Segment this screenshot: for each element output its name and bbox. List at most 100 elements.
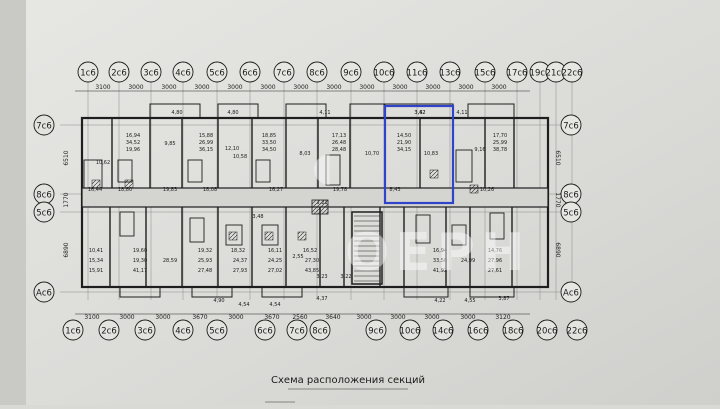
dimension-top: 3000 — [194, 84, 209, 91]
room-area-label: 24,25 — [268, 258, 282, 264]
room-area-label: 27,02 — [268, 268, 282, 274]
room-area-label: 12,10 — [225, 146, 239, 152]
dimension-bottom: 3000 — [424, 314, 439, 321]
room-area-label: 16,27 — [269, 187, 283, 193]
axis-bubble-bottom — [309, 319, 331, 341]
room-area-label: 33,50 — [262, 140, 276, 146]
room-area-label: 4,37 — [316, 296, 327, 302]
room-area-label: 3,23 — [316, 274, 327, 280]
room-area-label: 8,03 — [299, 151, 310, 157]
room-area-label: 25,93 — [198, 258, 212, 264]
dimension-top: 3000 — [293, 84, 308, 91]
room-area-label: 9,16 — [474, 147, 485, 153]
axis-bubble-top — [506, 61, 528, 83]
axis-bubble-top — [474, 61, 496, 83]
axis-bubble-top — [140, 61, 162, 83]
room-area-label: 21,90 — [397, 140, 411, 146]
bathroom-6 — [119, 211, 135, 237]
dimension-right: 1770 — [554, 192, 561, 207]
watermark-logo: ◖ ОЕРН — [312, 144, 524, 283]
room-area-label: 27,48 — [198, 268, 212, 274]
dimension-bottom: 3670 — [192, 314, 207, 321]
room-area-label: 4,22 — [434, 298, 445, 304]
room-area-label: 19,83 — [163, 187, 177, 193]
room-area-label: 4,55 — [464, 298, 475, 304]
room-area-label: 15,91 — [89, 268, 103, 274]
axis-bubble-top — [172, 61, 194, 83]
axis-label-top: 15с6 — [475, 69, 496, 79]
column-1 — [124, 179, 134, 189]
room-area-label: 36,15 — [199, 147, 213, 153]
room-area-label: 18,32 — [231, 248, 245, 254]
balcony-bottom-4 — [469, 286, 515, 298]
room-area-label: 18,85 — [262, 133, 276, 139]
axis-bubble-top — [373, 61, 395, 83]
room-area-label: 19,78 — [333, 187, 347, 193]
room-area-label: 14,76 — [488, 248, 502, 254]
room-area-label: 10,62 — [96, 160, 110, 166]
bathroom-4 — [325, 154, 341, 186]
room-area-label: 41,17 — [133, 268, 147, 274]
room-area-label: 15,34 — [89, 258, 103, 264]
axis-label-left: 5с6 — [36, 209, 52, 219]
axis-label-top: 1с6 — [80, 69, 96, 79]
balcony-bottom-0 — [119, 286, 161, 298]
balcony-bottom-3 — [403, 286, 449, 298]
axis-label-right: 8с6 — [563, 191, 579, 201]
axis-label-top: 9с6 — [343, 69, 359, 79]
elevator-shaft — [311, 199, 329, 215]
balcony-bottom-2 — [261, 286, 303, 298]
axis-label-bottom: 10с6 — [400, 327, 421, 337]
highlighted-apartment-frame[interactable] — [383, 104, 455, 205]
room-area-label: 10,83 — [424, 151, 438, 157]
dimension-bottom: 2560 — [292, 314, 307, 321]
dimension-bottom: 3000 — [460, 314, 475, 321]
axis-label-top: 17с6 — [507, 69, 528, 79]
axis-label-top: 5с6 — [209, 69, 225, 79]
room-area-label: 18,80 — [118, 187, 132, 193]
room-area-label: 17,13 — [332, 133, 346, 139]
dimension-top: 3000 — [227, 84, 242, 91]
room-area-label: 3,21 — [316, 200, 327, 206]
axis-label-bottom: 7с6 — [289, 327, 305, 337]
axis-bubble-top — [108, 61, 130, 83]
dimension-top: 3000 — [128, 84, 143, 91]
axis-bubble-bottom — [467, 319, 489, 341]
room-area-label: 19,30 — [133, 258, 147, 264]
room-area-label: 19,32 — [198, 248, 212, 254]
axis-bubble-top — [561, 61, 583, 83]
room-area-label: 4,90 — [213, 298, 224, 304]
dimension-top: 3000 — [392, 84, 407, 91]
axis-label-bottom: 8с6 — [312, 327, 328, 337]
room-area-label: 34,15 — [397, 147, 411, 153]
room-area-label: 9,85 — [164, 141, 175, 147]
dimension-left: 6890 — [63, 242, 70, 257]
axis-bubble-top — [77, 61, 99, 83]
room-area-label: 34,50 — [262, 147, 276, 153]
dimension-bottom: 3000 — [356, 314, 371, 321]
room-area-label: 24,37 — [233, 258, 247, 264]
bathroom-2 — [187, 159, 203, 183]
room-area-label: 27,61 — [488, 268, 502, 274]
balcony-top-5 — [467, 103, 515, 119]
room-area-label: 3,22 — [340, 274, 351, 280]
stair-core — [351, 211, 383, 285]
axis-bubble-bottom — [399, 319, 421, 341]
axis-bubble-bottom — [502, 319, 524, 341]
column-0 — [91, 179, 101, 189]
bathroom-9 — [261, 224, 279, 246]
room-area-label: 27,30 — [305, 258, 319, 264]
axis-label-right: 5с6 — [563, 209, 579, 219]
axis-label-top: 7с6 — [276, 69, 292, 79]
axis-label-bottom: 16с6 — [468, 327, 489, 337]
room-area-label: 10,26 — [480, 187, 494, 193]
axis-bubble-bottom — [365, 319, 387, 341]
axis-label-left: 8с6 — [36, 191, 52, 201]
dimension-bottom: 3000 — [390, 314, 405, 321]
room-area-label: 24,99 — [461, 258, 475, 264]
room-area-label: 41,92 — [433, 268, 447, 274]
axis-label-top: 13с6 — [440, 69, 461, 79]
column-2 — [228, 231, 238, 241]
dimension-bottom: 3100 — [84, 314, 99, 321]
dimension-top: 3000 — [260, 84, 275, 91]
